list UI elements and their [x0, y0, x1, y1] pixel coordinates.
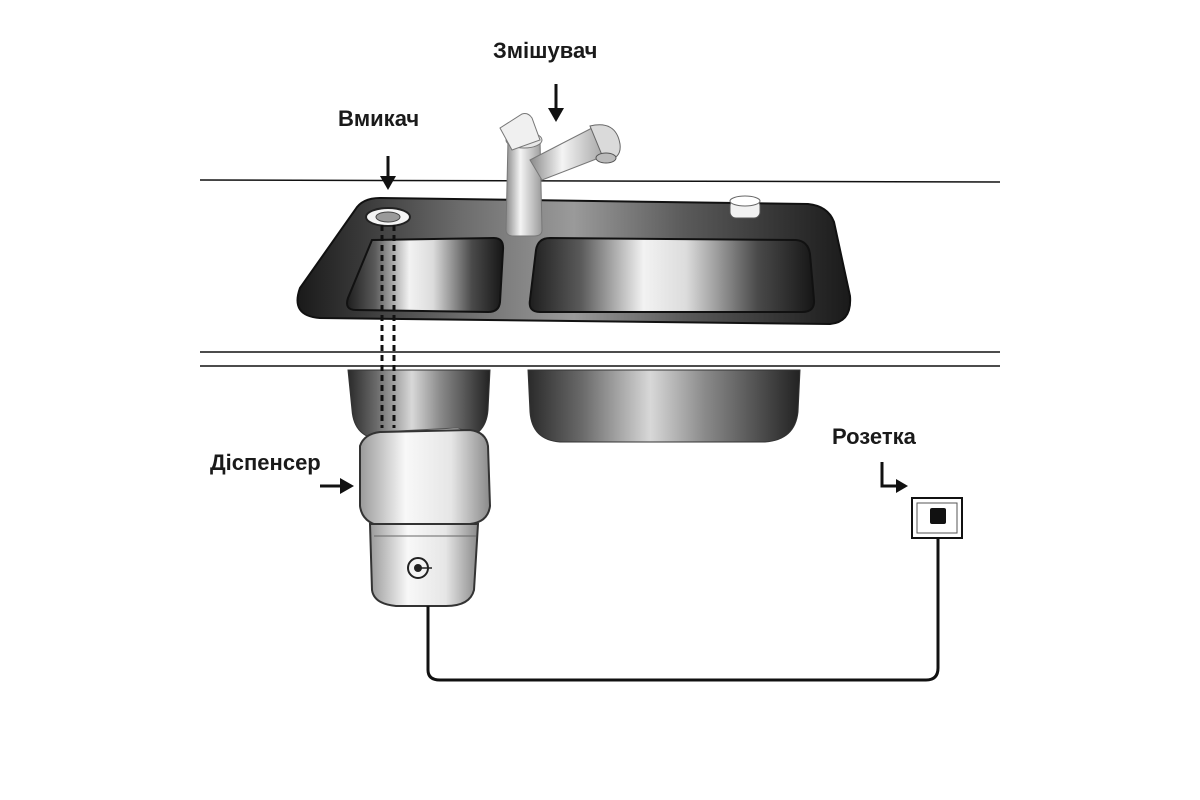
dispenser — [359, 427, 492, 607]
socket-label: Розетка — [832, 424, 917, 449]
mixer-label: Змішувач — [493, 38, 597, 63]
faucet — [499, 113, 621, 237]
dispenser-arrow — [320, 478, 354, 494]
switch-label: Вмикач — [338, 106, 419, 131]
mixer-arrow — [548, 84, 564, 122]
switch-button — [365, 207, 411, 227]
right-bowl — [528, 236, 816, 313]
left-bowl — [346, 236, 505, 314]
dispenser-label: Діспенсер — [210, 450, 321, 475]
socket — [911, 497, 963, 539]
power-cable — [426, 520, 940, 682]
countertop — [199, 179, 1001, 367]
air-hose — [380, 225, 396, 428]
switch-arrow — [380, 156, 396, 190]
sink — [296, 195, 852, 326]
sink-knob — [729, 195, 761, 219]
socket-arrow — [880, 462, 908, 493]
